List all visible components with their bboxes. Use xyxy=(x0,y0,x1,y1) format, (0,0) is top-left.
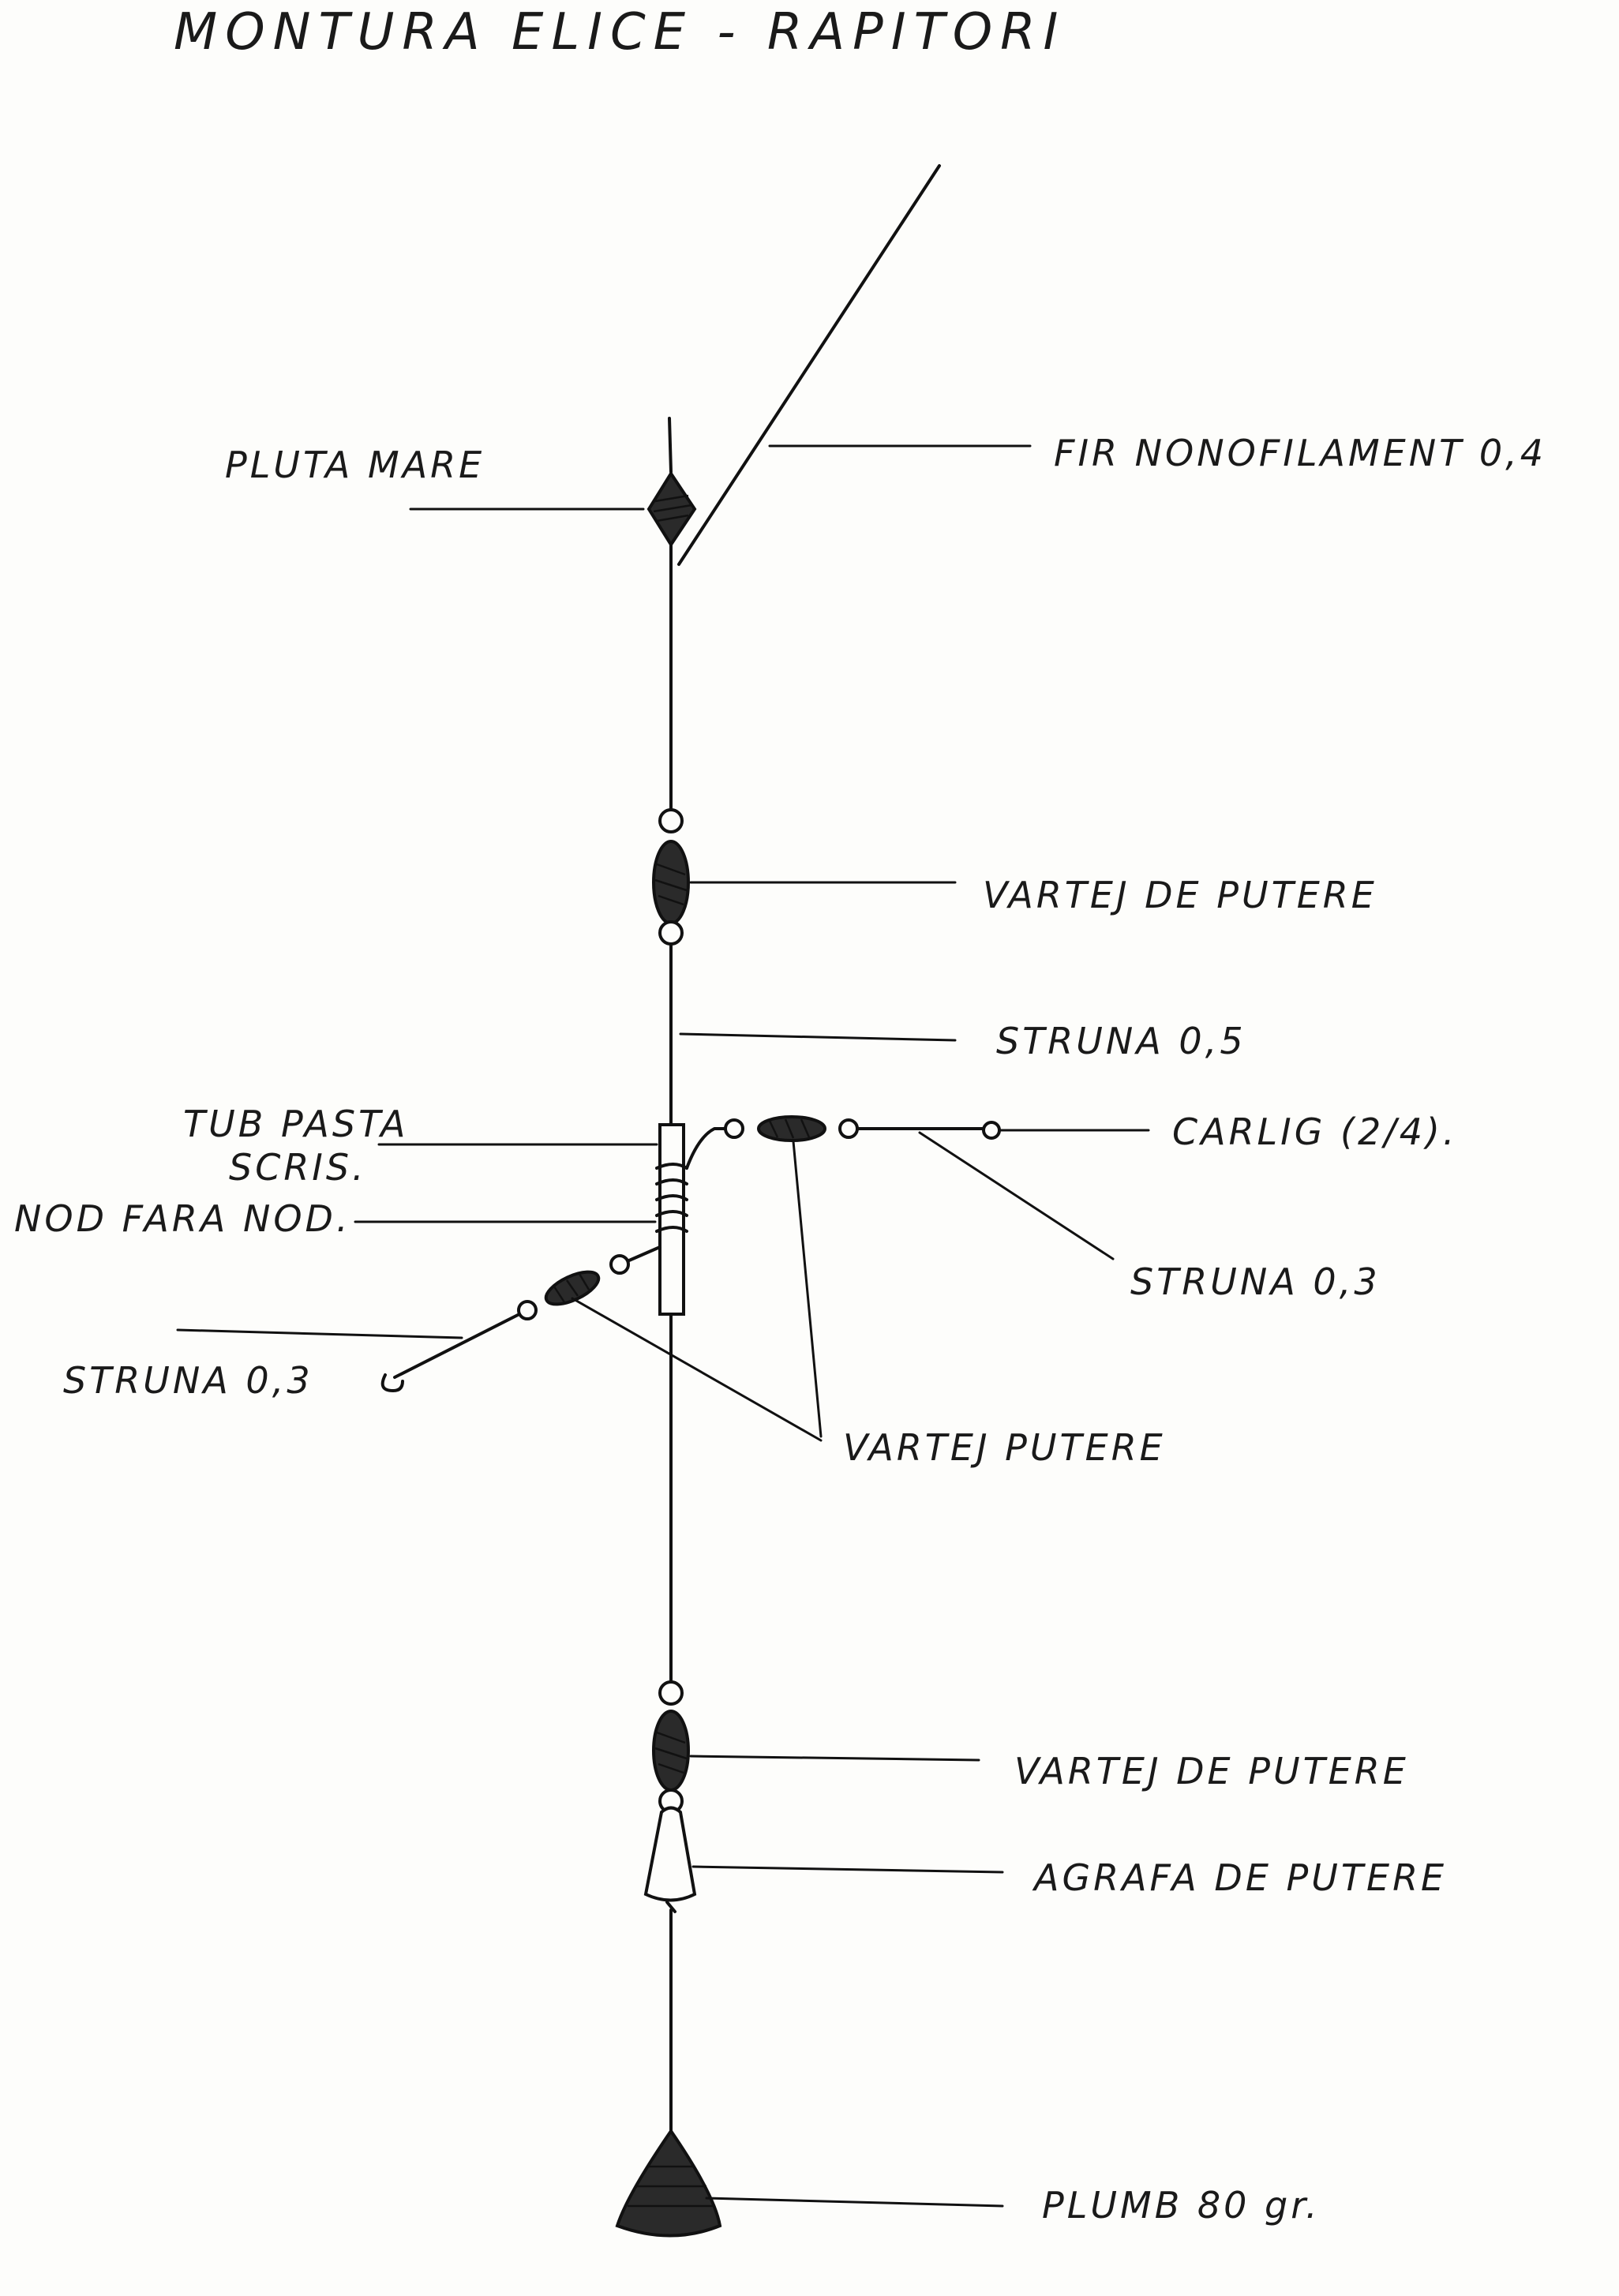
label-agrafa: AGRAFA DE PUTERE xyxy=(1032,1856,1447,1899)
right-hook-icon xyxy=(982,1121,1001,1140)
label-plumb: PLUMB 80 gr. xyxy=(1042,2184,1321,2227)
label-vartej-bottom: VARTEJ DE PUTERE xyxy=(1014,1750,1409,1792)
right-swivel-icon xyxy=(724,1115,859,1142)
label-struna-main: STRUNA 0,5 xyxy=(996,1020,1246,1062)
leader-vartej-mid-a xyxy=(571,1297,823,1442)
leader-struna-right xyxy=(918,1131,1115,1260)
top-swivel-icon xyxy=(652,808,690,946)
clip-knot xyxy=(665,1901,676,1913)
label-struna-right: STRUNA 0,3 xyxy=(1130,1260,1381,1303)
pen-tube-icon xyxy=(658,1123,685,1316)
left-hook-icon xyxy=(380,1373,404,1392)
leader-vartej-mid-b xyxy=(792,1140,823,1438)
leader-struna-left xyxy=(176,1328,463,1339)
label-tub-1: TUB PASTA xyxy=(183,1103,408,1145)
label-pluta: PLUTA MARE xyxy=(225,444,485,486)
label-carlig: CARLIG (2/4). xyxy=(1172,1111,1458,1153)
label-tub-2: SCRIS. xyxy=(229,1146,367,1189)
leader-struna-main xyxy=(679,1032,957,1042)
label-vartej-top: VARTEJ DE PUTERE xyxy=(983,874,1377,916)
bottom-swivel-icon xyxy=(652,1680,690,1814)
left-swivel-icon xyxy=(517,1254,630,1320)
label-vartej-mid: VARTEJ PUTERE xyxy=(843,1426,1166,1469)
left-branch-line xyxy=(622,1245,661,1264)
knotless-knot-icon xyxy=(655,1163,688,1233)
sinker-icon xyxy=(615,2128,722,2238)
label-struna-left: STRUNA 0,3 xyxy=(63,1359,313,1402)
float-icon xyxy=(646,470,697,548)
diagram-title: MONTURA ELICE - RAPITORI xyxy=(174,3,1066,62)
left-hooklength xyxy=(393,1313,521,1379)
main-line-incoming xyxy=(677,164,941,566)
float-top-stub xyxy=(668,417,673,474)
label-fir: FIR NONOFILAMENT 0,4 xyxy=(1054,432,1546,474)
leader-agrafa xyxy=(691,1865,1004,1874)
leader-vartej-bottom xyxy=(689,1755,980,1762)
right-branch-line xyxy=(685,1127,736,1170)
leader-plumb xyxy=(705,2197,1004,2208)
snap-clip-icon xyxy=(643,1806,697,1902)
label-nod: NOD FARA NOD. xyxy=(14,1197,351,1240)
